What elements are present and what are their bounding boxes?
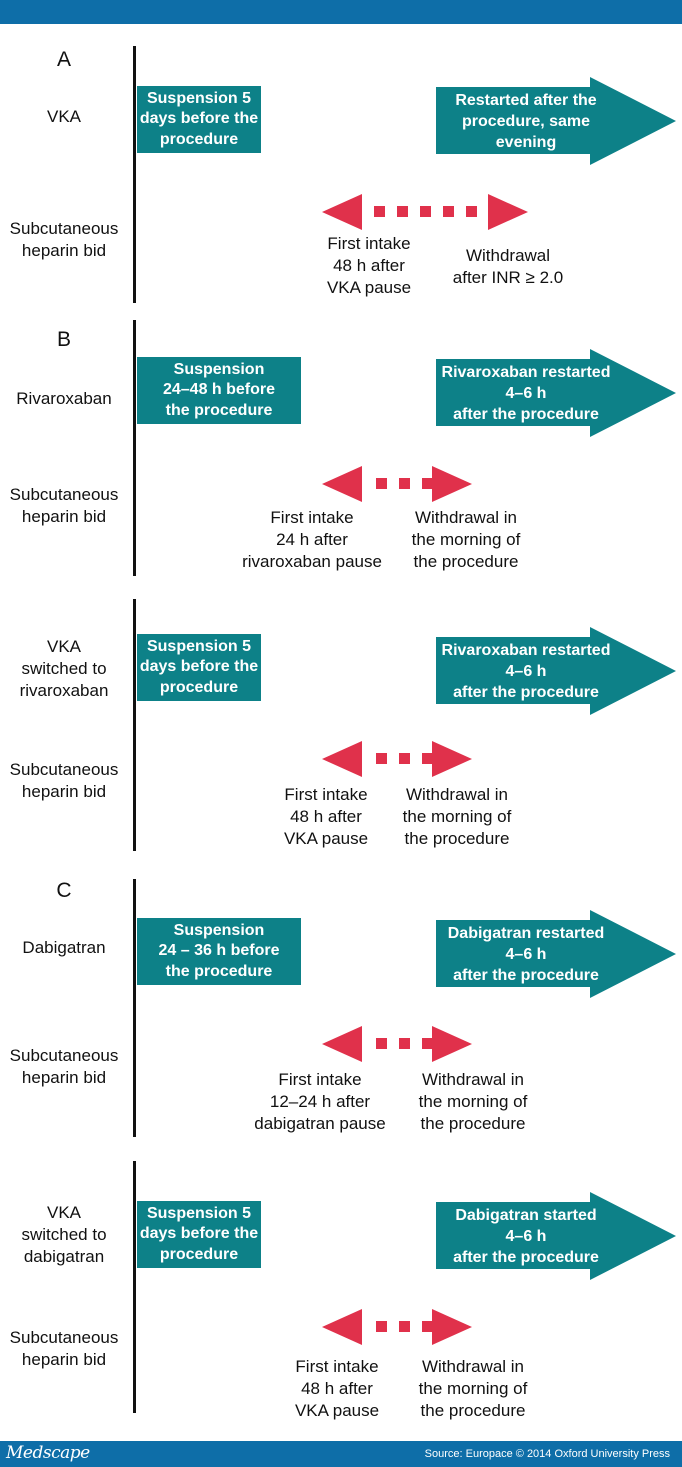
timeline-axis (133, 46, 136, 303)
double-arrow-dashed (322, 741, 472, 777)
drug-label: Dabigatran (22, 938, 106, 957)
timeline-axis (133, 599, 136, 851)
drug-label: Rivaroxaban (16, 389, 112, 408)
timeline-axis (133, 320, 136, 576)
timeline-axis (133, 1161, 136, 1413)
double-arrow-dashed (322, 1309, 472, 1345)
double-arrow-dashed (322, 466, 472, 502)
panel-letter: A (56, 48, 72, 71)
medscape-logo: Medscape (6, 1443, 90, 1463)
double-arrow-dashed (322, 1026, 472, 1062)
source-credit: Source: Europace © 2014 Oxford Universit… (424, 1448, 670, 1460)
panel-letter: C (56, 879, 72, 902)
footer-bar (0, 1441, 682, 1467)
header-bar (0, 0, 682, 24)
drug-label: VKA (46, 107, 82, 126)
panel-letter: B (56, 328, 72, 351)
double-arrow-dashed (322, 194, 528, 230)
timeline-axis (133, 879, 136, 1137)
